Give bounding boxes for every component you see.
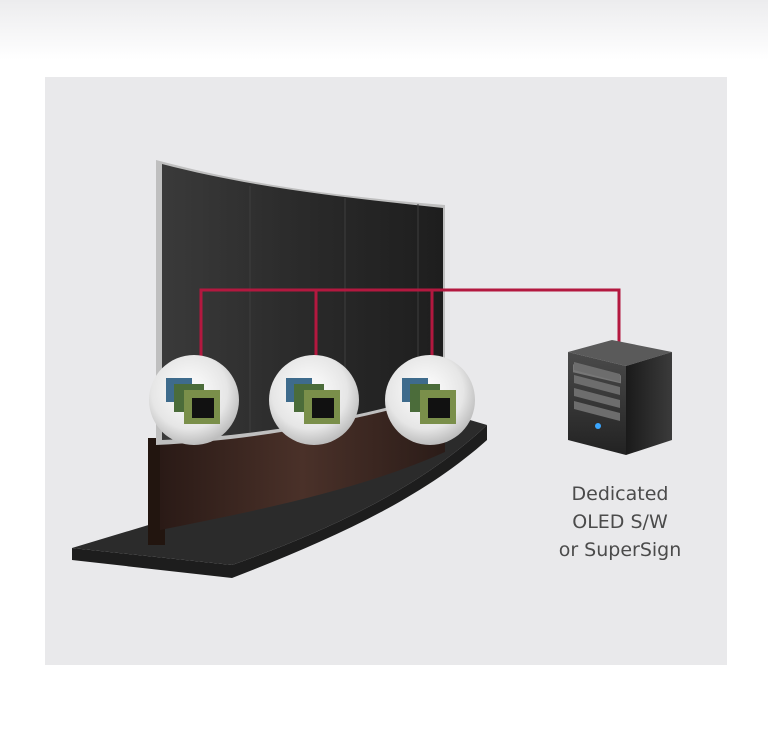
display-base [72, 420, 487, 578]
server-label-line-1: Dedicated [571, 483, 669, 505]
chip-badge-2 [269, 355, 359, 445]
chip-icon [269, 355, 359, 445]
chip-badge-1 [149, 355, 239, 445]
server-tower-icon [568, 340, 672, 455]
display-stand [148, 388, 445, 545]
connection-lines [199, 288, 621, 365]
server-label: Dedicated OLED S/W or SuperSign [530, 480, 710, 564]
chip-icon [149, 355, 239, 445]
server-label-line-3: or SuperSign [558, 539, 682, 561]
top-fade [0, 0, 768, 60]
chip-badge-3 [385, 355, 475, 445]
server-label-line-2: OLED S/W [572, 511, 668, 533]
chip-icon [385, 355, 475, 445]
